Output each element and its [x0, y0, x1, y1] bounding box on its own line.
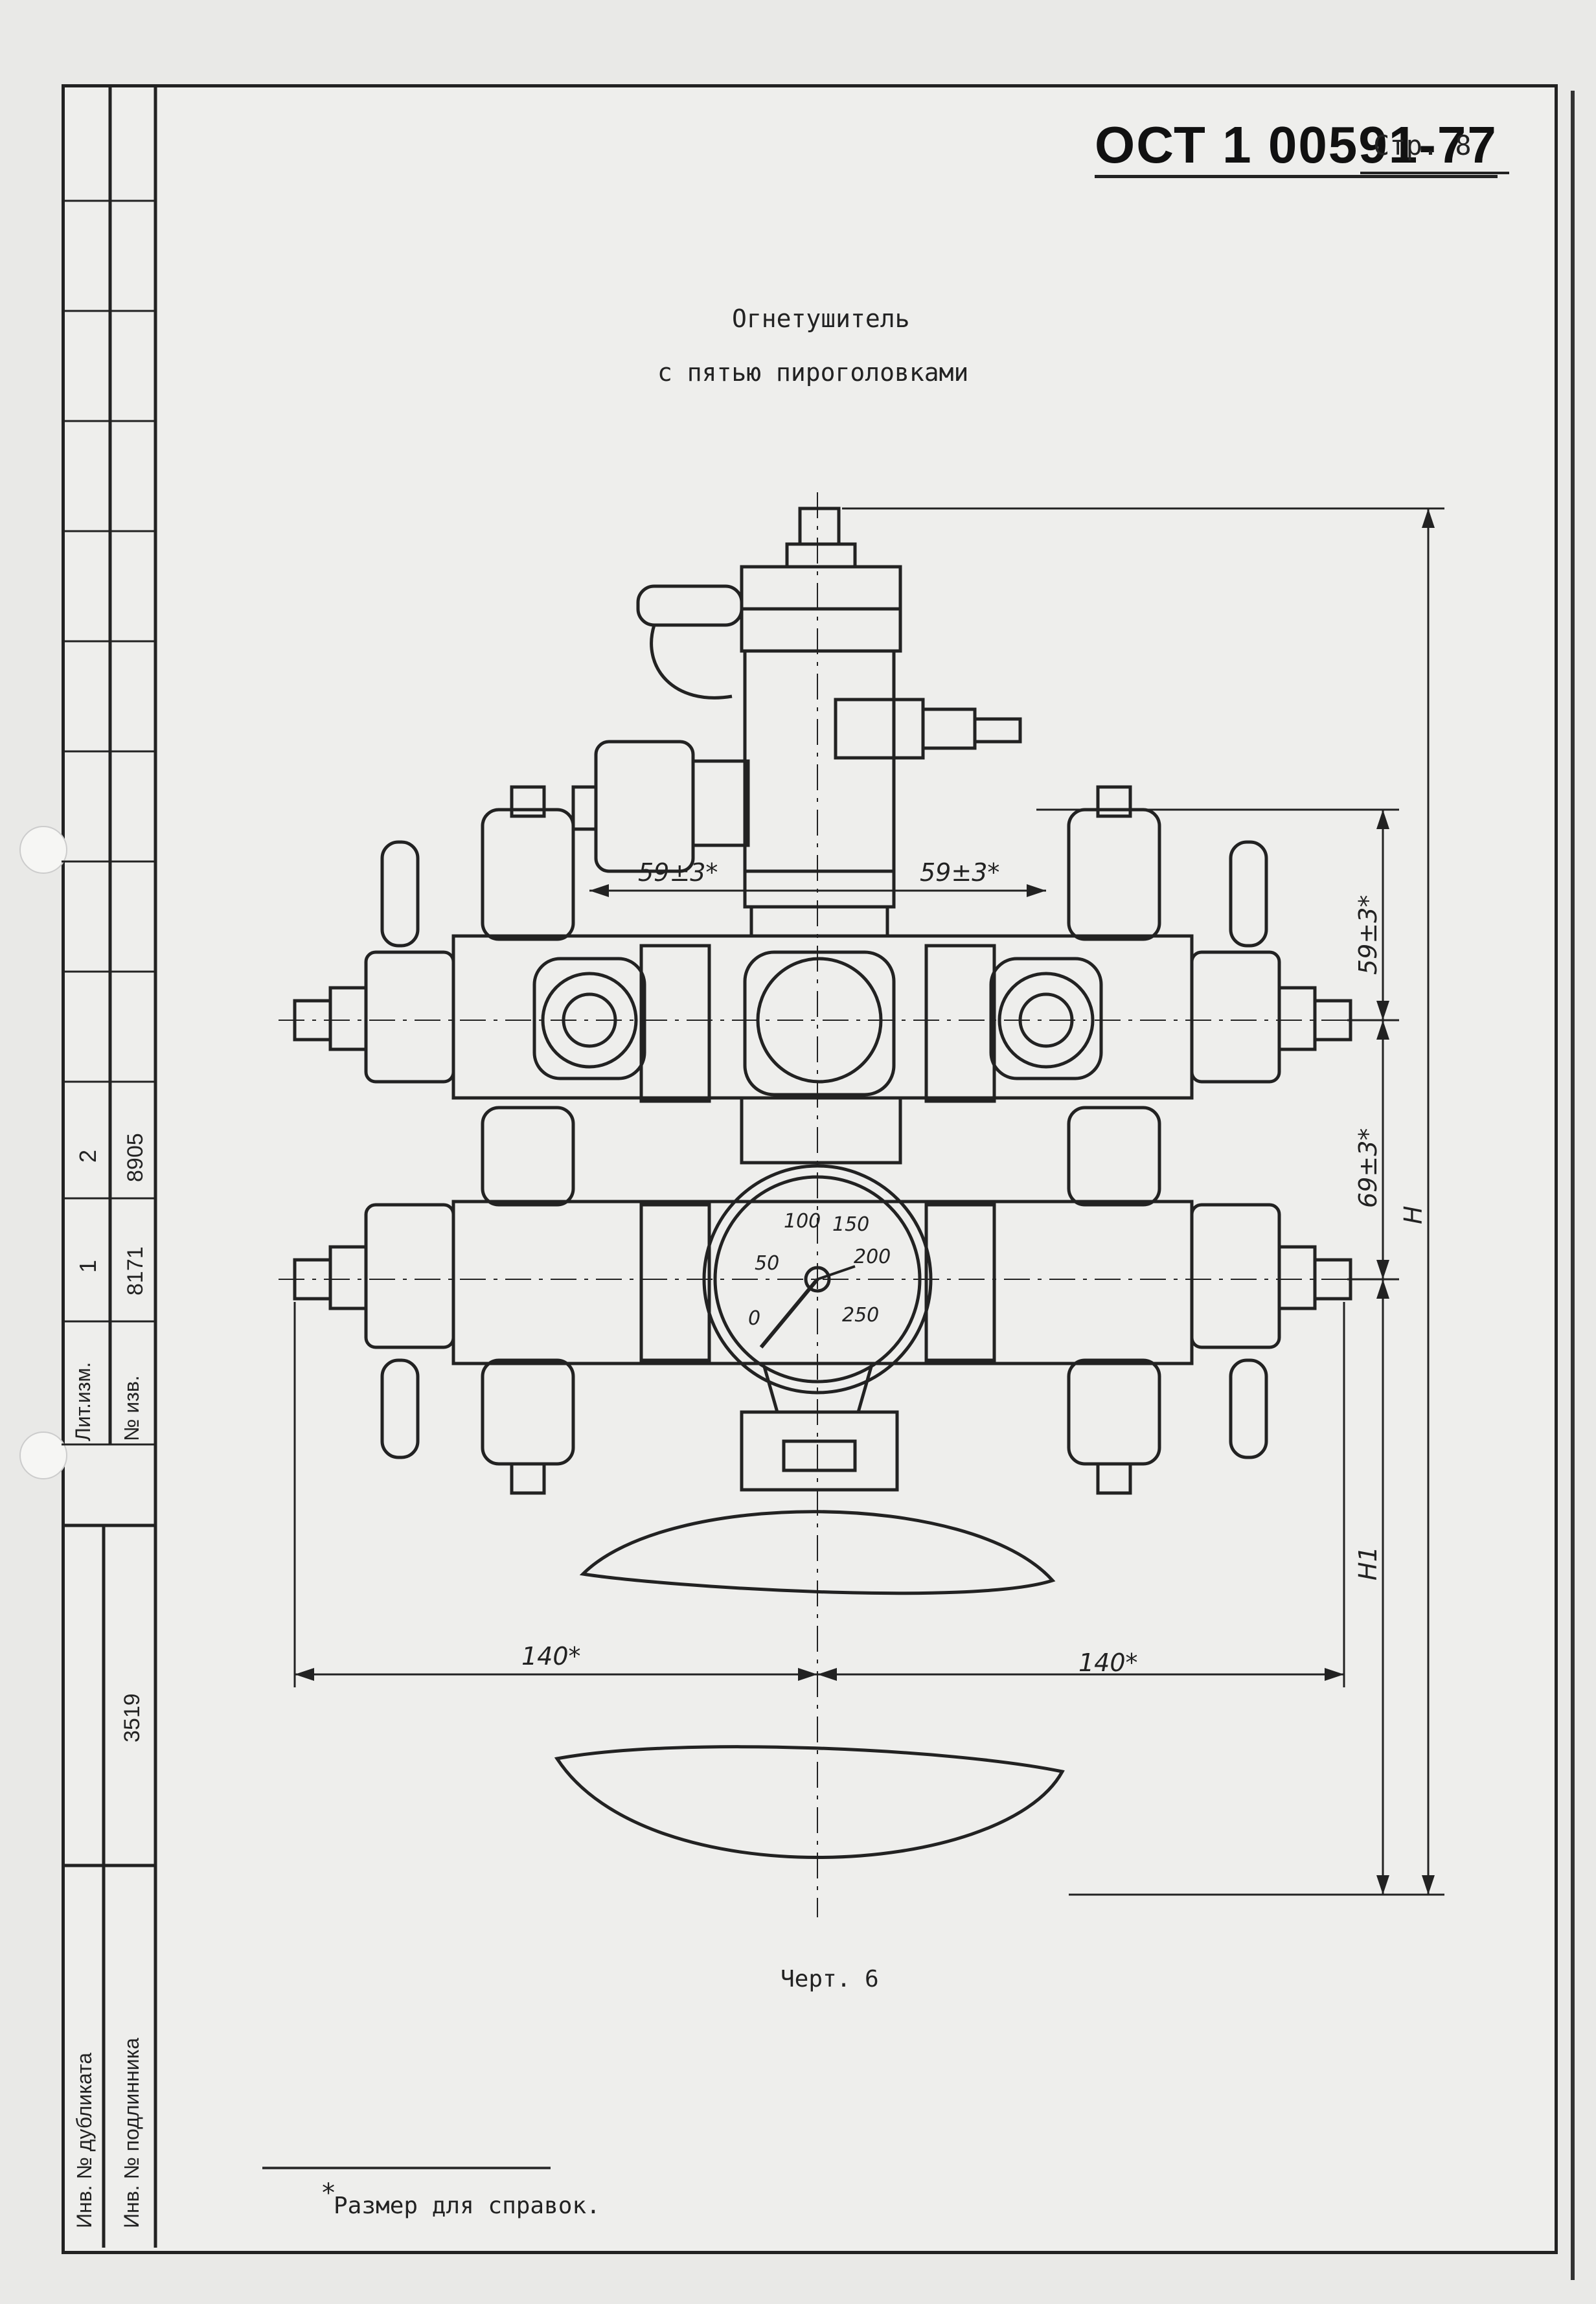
footnote-star: *	[321, 2178, 337, 2208]
gauge-tick: 50	[755, 1252, 779, 1275]
gauge-tick: 200	[854, 1246, 891, 1268]
footnote-rule	[262, 2167, 551, 2169]
duplicate-inventory-label: Инв. № дубликата	[73, 2052, 96, 2228]
revision-number-2: 8905	[123, 1133, 148, 1182]
dimension-bottom-right: 140*	[1078, 1648, 1138, 1677]
dimension-upper-left: 59±3*	[638, 858, 718, 887]
original-inventory-label: Инв. № подлинника	[120, 2037, 143, 2228]
drawing-sheet	[62, 84, 1558, 2254]
revision-label-number: № изв.	[120, 1375, 143, 1441]
dimension-bottom-left: 140*	[521, 1642, 581, 1671]
footnote: * Размер для справок.	[321, 2178, 600, 2219]
figure-caption: Черт. 6	[781, 1966, 879, 1992]
gauge-tick: 250	[842, 1304, 879, 1327]
revision-change-2: 2	[74, 1149, 101, 1163]
drawing-title: Огнетушитель	[732, 304, 910, 333]
page-label: Стр. 8	[1373, 130, 1472, 161]
sheet-right-edge	[1571, 91, 1575, 2280]
revision-number-1: 8171	[123, 1246, 148, 1295]
original-inventory-value: 3519	[120, 1693, 144, 1742]
dimension-upper-right: 59±3*	[920, 858, 999, 887]
page-label-rule	[1360, 172, 1509, 174]
document-number: ОСТ 1 00591-77	[1095, 115, 1498, 178]
revision-label-change: Лит.изм.	[71, 1362, 95, 1441]
dimension-height: H	[1399, 1205, 1428, 1224]
drawing-subtitle: с пятью пироголовками	[657, 358, 969, 387]
dimension-right-top: 59±3*	[1354, 895, 1382, 975]
dimension-height-lower: H1	[1354, 1546, 1382, 1580]
gauge-tick: 100	[784, 1210, 821, 1233]
footnote-text: Размер для справок.	[334, 2193, 600, 2219]
punch-hole	[19, 826, 67, 874]
revision-change-1: 1	[74, 1259, 101, 1273]
gauge-tick: 150	[832, 1213, 869, 1236]
punch-hole	[19, 1431, 67, 1479]
gauge-tick: 0	[748, 1307, 760, 1330]
dimension-right-middle: 69±3*	[1354, 1128, 1382, 1208]
